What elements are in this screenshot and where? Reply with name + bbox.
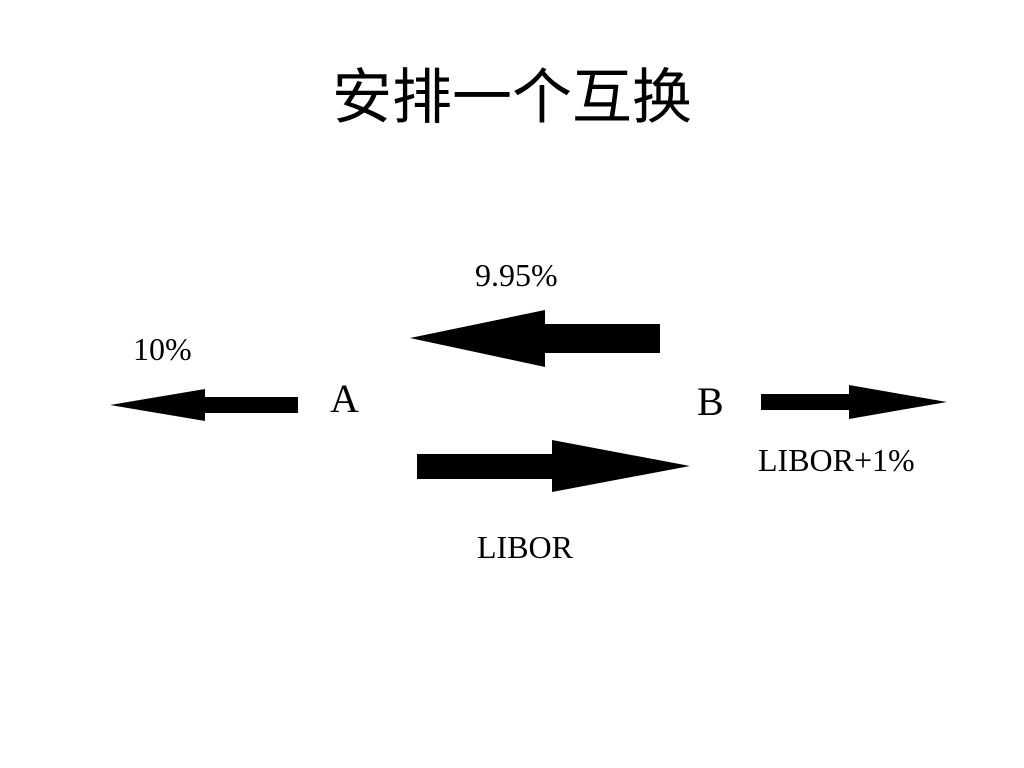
- arrow-left-from-a-icon: [110, 389, 298, 421]
- a-outflow-label: 10%: [133, 331, 192, 367]
- party-b-label: B: [697, 379, 724, 424]
- arrow-right-a-to-b-icon: [417, 440, 690, 492]
- arrow-right-from-b-icon: [761, 385, 947, 419]
- b-to-a-label: 9.95%: [475, 257, 558, 293]
- b-outflow-label: LIBOR+1%: [758, 442, 915, 478]
- arrow-left-b-to-a-icon: [410, 310, 660, 367]
- slide-title: 安排一个互换: [332, 63, 692, 133]
- party-a-label: A: [330, 376, 359, 421]
- a-to-b-label: LIBOR: [477, 529, 573, 565]
